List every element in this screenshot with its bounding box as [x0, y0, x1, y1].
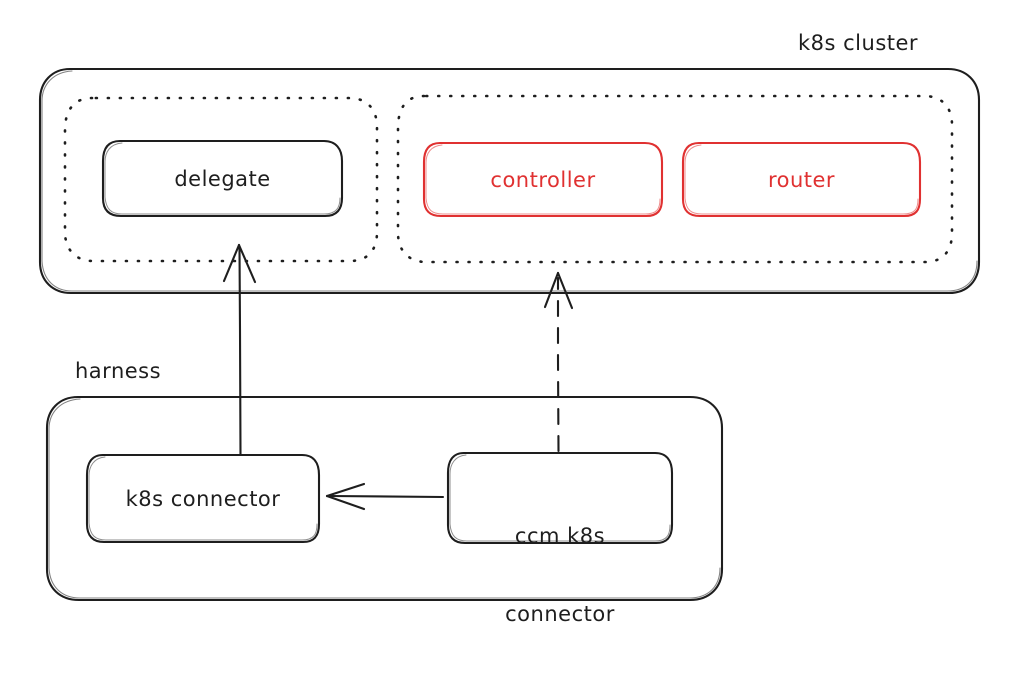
node-ccm-k8s-connector[interactable] — [446, 451, 674, 545]
container-harness[interactable] — [45, 395, 724, 602]
node-label-ccm-line2: connector — [505, 602, 615, 627]
node-controller[interactable] — [422, 141, 664, 218]
edge-ccm-to-controller-group[interactable] — [543, 271, 574, 453]
node-label-delegate: delegate — [174, 167, 271, 191]
edge-connector-to-delegate[interactable] — [222, 243, 257, 457]
container-k8s-cluster[interactable] — [38, 67, 981, 295]
container-label-harness: harness — [75, 359, 162, 383]
node-label-ccm-k8s-connector: ccm k8s connector — [448, 470, 672, 680]
node-k8s-connector[interactable] — [85, 453, 321, 544]
node-label-k8s-connector: k8s connector — [125, 487, 281, 511]
node-delegate[interactable] — [101, 139, 344, 218]
container-label-k8s-cluster: k8s cluster — [798, 31, 919, 55]
node-label-controller: controller — [490, 168, 596, 192]
node-router[interactable] — [681, 141, 922, 218]
node-label-ccm-line1: ccm k8s — [514, 523, 606, 548]
node-label-router: router — [767, 168, 836, 192]
group-controller-router[interactable] — [396, 94, 954, 264]
edge-ccm-to-k8s-connector[interactable] — [325, 482, 445, 511]
diagram-svg — [38, 67, 981, 602]
group-delegate[interactable] — [63, 96, 379, 263]
diagram-canvas: k8s cluster harness delegate controller … — [38, 31, 981, 627]
